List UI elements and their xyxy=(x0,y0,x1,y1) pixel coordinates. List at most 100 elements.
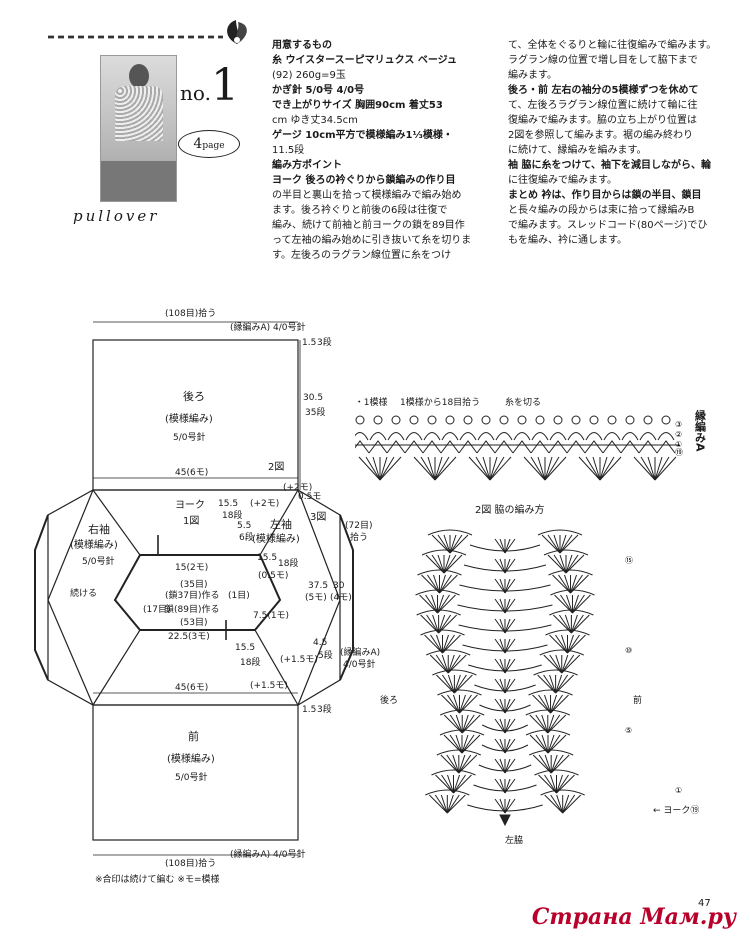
label-fig2: 2図 xyxy=(268,461,284,473)
stitch-mark xyxy=(494,658,506,674)
stitch-mark xyxy=(499,778,506,794)
label-s5b: 5段 xyxy=(318,649,333,661)
label-yoke: ヨーク xyxy=(175,499,205,511)
text-line: ます。後ろ衿ぐりと前後の6段は往復で xyxy=(272,205,448,216)
label-bottom-width: (108目)拾う xyxy=(165,857,216,869)
label-right-sleeve-pattern: (模様編み) xyxy=(70,538,118,551)
model-photo xyxy=(100,55,177,202)
label-s3b: (5モ) xyxy=(305,593,327,603)
stitch-mark xyxy=(423,432,441,441)
stitch-mark xyxy=(599,456,615,481)
stitch-mark xyxy=(494,678,506,694)
stitch-mark xyxy=(556,794,564,814)
stitch-mark xyxy=(476,440,496,454)
text-line: でき上がりサイズ 胸囲90cm 着丈53 xyxy=(272,100,443,111)
stitch-mark xyxy=(504,718,511,734)
text-line: かぎ針 5/0号 4/0号 xyxy=(272,85,365,96)
text-line: 復編みで編みます。脇の立ち上がり位置は xyxy=(508,115,697,126)
stitch-mark xyxy=(567,432,585,441)
label-top-rows2: 3段 xyxy=(317,336,332,348)
text-line: て、全体をぐるりと輪に往復編みで編みます。 xyxy=(508,40,717,51)
stitch-mark xyxy=(495,432,513,441)
stitch-mark xyxy=(603,432,621,441)
stitch-mark xyxy=(441,432,459,441)
text-line: って左袖の編み始めに引き抜いて糸を切りま xyxy=(272,235,472,246)
stitch-mark xyxy=(504,638,511,654)
materials-title: 用意するもの xyxy=(272,40,332,51)
stitch-mark xyxy=(434,456,457,481)
stitch-mark xyxy=(453,774,472,794)
stitch-mark xyxy=(440,440,460,454)
label-neck6: 鎖(89目)作る xyxy=(165,603,219,615)
label-r3: 5.5 xyxy=(237,521,251,531)
stitch-mark xyxy=(494,638,506,654)
stitch-mark xyxy=(445,415,455,425)
stitch-mark xyxy=(562,794,582,814)
stitch-mark xyxy=(584,440,604,454)
label-left-sleeve-pattern: (模様編み) xyxy=(252,532,300,545)
stitch-mark xyxy=(654,456,663,481)
label-s6b: 4/0号針 xyxy=(343,658,376,670)
chart-label-pick1: 3目・1模様 xyxy=(355,396,387,408)
label-neck5: (17目) xyxy=(143,604,170,615)
text-line: に続けて、縁編みを編みます。 xyxy=(508,145,647,156)
stitch-mark xyxy=(599,456,622,481)
label-front-width: 45(6モ) xyxy=(175,683,208,693)
stitch-mark xyxy=(504,558,511,574)
stitch-mark xyxy=(561,654,575,674)
stitch-mark xyxy=(504,598,516,614)
stitch-mark xyxy=(355,415,365,425)
materials-column: 用意するもの 糸 ウイスタースーピマリュクス ベージュ(92) 260g=9玉か… xyxy=(272,38,492,263)
page-number: 47 xyxy=(698,898,711,909)
stitch-mark xyxy=(481,415,491,425)
stitch-mark xyxy=(441,654,449,674)
stitch-mark xyxy=(504,578,516,594)
stitch-mark xyxy=(494,618,506,634)
stitch-mark xyxy=(386,440,406,454)
text-line: ラグラン線の位置で増し目をして脇下まで xyxy=(508,55,698,66)
label-s1: 15.5 xyxy=(257,553,277,563)
label-r2: (+2モ) xyxy=(250,499,279,509)
stitch-mark xyxy=(592,456,601,481)
stitch-mark xyxy=(449,534,469,554)
stitch-mark xyxy=(537,456,546,481)
stitch-mark xyxy=(468,456,491,481)
stitch-mark xyxy=(427,456,436,481)
label-back-needle: 5/0号針 xyxy=(173,431,206,443)
stitch-mark xyxy=(566,440,586,454)
stitch-mark xyxy=(415,589,460,596)
stitch-mark xyxy=(489,456,512,481)
stitch-mark xyxy=(489,456,498,481)
label-neck2: (35目) xyxy=(180,579,207,590)
stitch-mark xyxy=(355,432,369,441)
stitch-mark xyxy=(530,456,546,481)
text-line: (92) 260g=9玉 xyxy=(272,70,346,81)
stitch-mark xyxy=(540,789,585,796)
stitch-mark xyxy=(544,456,553,481)
row-number-label: ⑲ xyxy=(675,448,683,457)
stitch-mark xyxy=(494,798,506,814)
stitch-mark xyxy=(499,718,506,734)
label-back: 後ろ xyxy=(183,389,205,403)
label-back-width: 45(6モ) xyxy=(175,468,208,478)
stitch-mark xyxy=(432,669,477,676)
stitch-mark xyxy=(391,415,401,425)
stitch-mark xyxy=(355,440,370,454)
stitch-mark xyxy=(504,778,511,794)
stitch-mark xyxy=(504,798,516,814)
site-watermark: Страна Мам.ру xyxy=(531,904,736,930)
stitch-mark xyxy=(494,538,506,554)
stitch-mark xyxy=(589,415,599,425)
stitch-mark xyxy=(538,774,557,794)
stitch-mark xyxy=(453,774,466,794)
stitch-mark xyxy=(504,698,511,714)
header-ornament xyxy=(48,35,223,39)
stitch-mark xyxy=(517,415,527,425)
stitch-mark xyxy=(436,749,482,756)
stitch-mark xyxy=(434,794,448,814)
stitch-mark xyxy=(549,432,567,441)
stitch-mark xyxy=(544,456,567,481)
stitch-mark xyxy=(561,654,581,674)
stitch-mark xyxy=(434,456,450,481)
stitch-mark xyxy=(504,598,511,614)
